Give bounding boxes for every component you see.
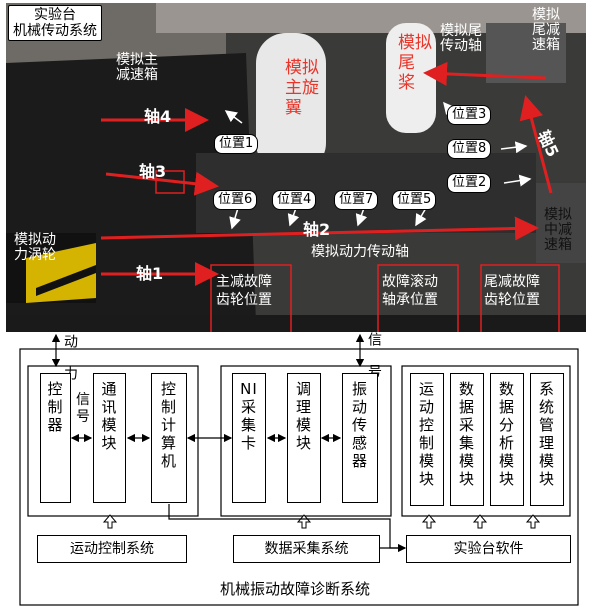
signal-link-label: 信 号	[366, 332, 381, 379]
main-rotor-label: 模拟 主旋 翼	[285, 58, 319, 118]
control-computer-box: 控 制 计 算 机	[151, 373, 187, 503]
motion-control-system-box: 运动控制系统	[37, 535, 187, 563]
test-rig-photo: 实验台 机械传动系统 模拟主 减速箱 模拟 主旋 翼 模拟 尾 桨 模拟尾 传动…	[6, 3, 586, 332]
data-analysis-module-box: 数 据 分 析 模 块	[490, 373, 524, 506]
axis-2-label: 轴2	[303, 216, 330, 240]
position-2-label: 位置2	[447, 173, 491, 193]
tail-gear-fault-label: 尾减故障 齿轮位置	[484, 273, 540, 309]
ni-daq-box: NI 采 集 卡	[232, 373, 266, 503]
data-acq-module-box: 数 据 采 集 模 块	[450, 373, 484, 506]
test-rig-software-box: 实验台软件	[406, 535, 571, 563]
bearing-fault-label: 故障滚动 轴承位置	[382, 273, 438, 309]
position-4-label: 位置4	[272, 190, 316, 210]
mid-gearbox-label: 模拟 中减 速箱	[544, 208, 572, 253]
rig-title-label: 实验台 机械传动系统	[8, 5, 102, 41]
motion-control-module-box: 运 动 控 制 模 块	[410, 373, 444, 506]
main-gear-fault-label: 主减故障 齿轮位置	[216, 273, 272, 309]
footer-caption: 机械振动故障诊断系统	[0, 582, 590, 597]
position-3-label: 位置3	[447, 105, 491, 125]
main-gearbox-label: 模拟主 减速箱	[116, 53, 158, 83]
axis-3-label: 轴3	[139, 158, 166, 182]
vibration-sensor-box: 振 动 传 感 器	[342, 373, 378, 503]
comm-module-box: 通 讯 模 块	[93, 373, 126, 503]
axis-1-label: 轴1	[136, 260, 163, 284]
position-8-label: 位置8	[447, 139, 491, 159]
system-mgmt-module-box: 系 统 管 理 模 块	[530, 373, 564, 506]
tail-shaft-label: 模拟尾 传动轴	[440, 24, 482, 54]
controller-box: 控 制 器	[40, 373, 71, 503]
position-6-label: 位置6	[213, 190, 257, 210]
axis-4-label: 轴4	[144, 103, 171, 127]
tail-rotor-label: 模拟 尾 桨	[398, 33, 432, 93]
data-acquisition-system-box: 数据采集系统	[233, 535, 380, 563]
turbine-label: 模拟动 力涡轮	[14, 233, 56, 263]
position-5-label: 位置5	[392, 190, 436, 210]
conditioning-module-box: 调 理 模 块	[287, 373, 321, 503]
signal-inner-label: 信 号	[76, 392, 90, 426]
position-7-label: 位置7	[334, 190, 378, 210]
power-shaft-label: 模拟动力传动轴	[311, 245, 409, 260]
position-1-label: 位置1	[214, 134, 258, 154]
tail-gearbox-label: 模拟 尾减 速箱	[532, 8, 560, 53]
